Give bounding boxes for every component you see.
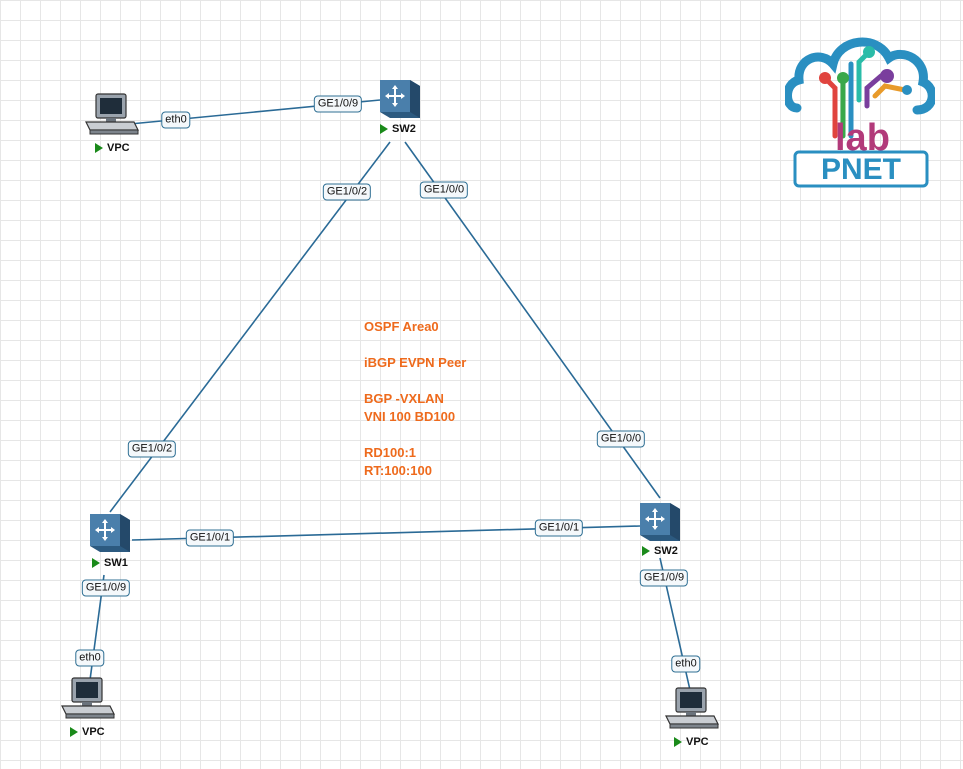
running-status-icon [95,143,103,153]
port-label-sw1-ge109[interactable]: GE1/0/9 [81,579,131,597]
switch-sw2-right[interactable] [636,497,682,548]
running-status-icon [674,737,682,747]
note-line [364,426,466,444]
port-label-sw2-right-ge109[interactable]: GE1/0/9 [639,569,689,587]
switch-icon [640,503,680,541]
node-label-vpc-right: VPC [674,736,709,748]
port-label-sw2-top-ge100[interactable]: GE1/0/0 [419,181,469,199]
switch-icon [90,514,130,552]
node-label-sw2-right: SW2 [642,545,678,557]
config-notes: OSPF Area0 iBGP EVPN Peer BGP -VXLAN VNI… [364,318,466,480]
note-line [364,372,466,390]
running-status-icon [380,124,388,134]
running-status-icon [92,558,100,568]
computer-icon [665,687,719,729]
note-line: iBGP EVPN Peer [364,355,467,370]
port-label-vpc-right-eth0[interactable]: eth0 [671,655,701,673]
vpc-right[interactable] [664,686,720,737]
port-label-sw1-ge102[interactable]: GE1/0/2 [127,440,177,458]
node-label-vpc-left: VPC [70,726,105,738]
node-label-vpc-top: VPC [95,142,130,154]
port-label-vpc-top-eth0[interactable]: eth0 [161,111,191,129]
note-line: VNI 100 BD100 [364,409,456,424]
port-label-sw2-top-ge109[interactable]: GE1/0/9 [313,95,363,113]
switch-sw1[interactable] [86,508,132,559]
port-label-sw2-right-ge100[interactable]: GE1/0/0 [596,430,646,448]
pnetlab-logo: lab PNET [783,26,937,195]
computer-icon [85,93,139,135]
note-line: OSPF Area0 [364,319,439,334]
note-line: RT:100:100 [364,463,432,478]
running-status-icon [642,546,650,556]
note-line: BGP -VXLAN [364,391,444,406]
port-label-sw2-top-ge102[interactable]: GE1/0/2 [322,183,372,201]
note-line [364,336,466,354]
switch-sw2-top[interactable] [376,74,422,125]
port-label-vpc-left-eth0[interactable]: eth0 [75,649,105,667]
switch-icon [380,80,420,118]
running-status-icon [70,727,78,737]
computer-icon [61,677,115,719]
port-label-sw1-ge101[interactable]: GE1/0/1 [185,529,235,547]
pnetlab-logo-icon: lab PNET [783,37,937,188]
logo-pnet-text: PNET [821,153,901,186]
note-line: RD100:1 [364,445,417,460]
node-label-sw2-top: SW2 [380,123,416,135]
port-label-sw2-right-ge101[interactable]: GE1/0/1 [534,519,584,537]
node-label-sw1: SW1 [92,557,128,569]
vpc-left[interactable] [60,676,116,727]
vpc-top[interactable] [84,92,140,143]
